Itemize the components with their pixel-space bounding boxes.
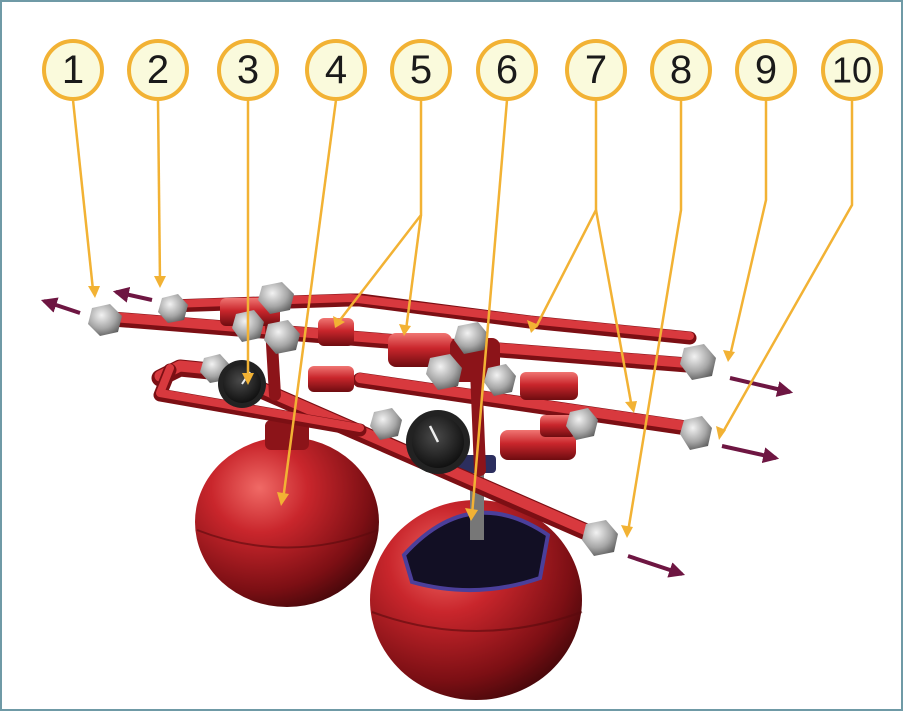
callout-number: 1 (62, 48, 84, 92)
callout-7: 7 (565, 39, 627, 101)
leader-line-5b (404, 214, 423, 331)
callout-6: 6 (476, 39, 538, 101)
callout-2: 2 (127, 39, 189, 101)
callout-4: 4 (305, 39, 367, 101)
leader-line-8 (626, 100, 683, 533)
callout-number: 4 (325, 48, 347, 92)
leader-lines (71, 99, 854, 533)
callout-number: 5 (410, 48, 432, 92)
leader-line-5a (339, 100, 423, 321)
callout-number: 7 (585, 48, 607, 92)
callout-number: 10 (832, 50, 872, 91)
callout-10: 10 (821, 39, 883, 101)
leader-line-7b (594, 209, 634, 409)
callout-number: 2 (147, 48, 169, 92)
callout-5: 5 (390, 39, 452, 101)
pressure-gauge-right-icon (406, 410, 470, 474)
leader-line-1 (71, 99, 95, 291)
callout-number: 3 (237, 48, 259, 92)
arrow-icon (627, 554, 686, 578)
left-tank (195, 420, 379, 607)
callouts: 1 2 3 4 5 6 7 8 (42, 39, 883, 101)
callout-8: 8 (650, 39, 712, 101)
arrow-icon (112, 286, 153, 303)
flow-arrows (40, 286, 794, 578)
callout-3: 3 (217, 39, 279, 101)
fitting-nuts (88, 282, 716, 556)
leader-line-10 (721, 100, 854, 433)
pressure-gauge-left-icon (218, 360, 266, 408)
arrow-icon (721, 444, 780, 464)
leader-arrow-tips (88, 276, 735, 538)
leader-line-6 (470, 99, 509, 516)
leader-line-2 (156, 99, 162, 283)
arrow-icon (40, 297, 81, 315)
callout-1: 1 (42, 39, 104, 101)
leader-line-4 (281, 99, 338, 501)
callout-number: 8 (670, 48, 692, 92)
leader-line-7a (534, 100, 598, 328)
callout-number: 6 (496, 48, 518, 92)
leader-line-9 (728, 100, 768, 357)
callout-9: 9 (735, 39, 797, 101)
callout-number: 9 (755, 48, 777, 92)
arrow-icon (729, 376, 794, 397)
